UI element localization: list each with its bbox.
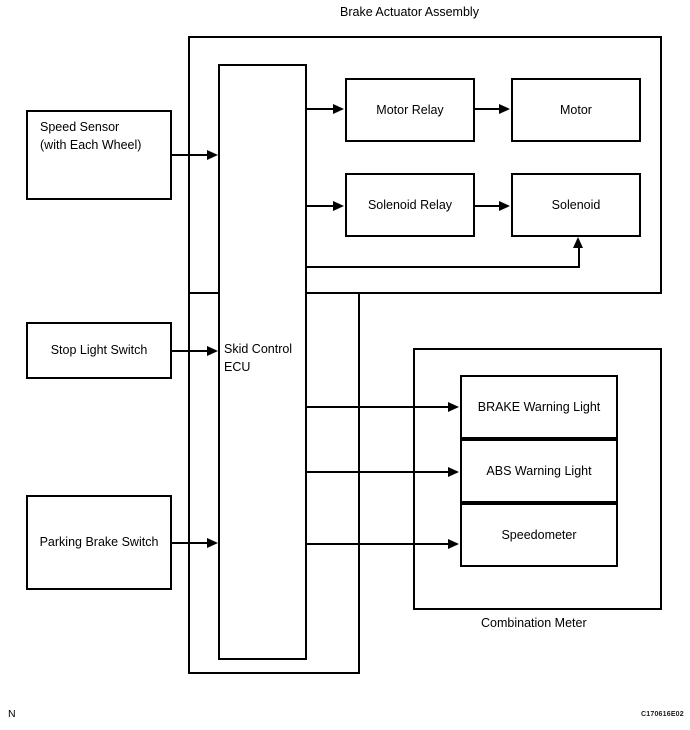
arrowhead-ecu-to-abs-warning-light bbox=[448, 467, 459, 477]
connector-ecu-to-motor-relay bbox=[307, 108, 334, 110]
parking-brake-switch-box[interactable] bbox=[26, 495, 172, 590]
solenoid-box[interactable] bbox=[511, 173, 641, 237]
arrowhead-stop-light-switch-to-ecu bbox=[207, 346, 218, 356]
connector-ecu-to-solenoid-relay bbox=[307, 205, 334, 207]
arrowhead-speed-sensor-to-ecu bbox=[207, 150, 218, 160]
connector-ecu-to-speedometer bbox=[307, 543, 449, 545]
arrowhead-ecu-to-solenoid-relay bbox=[333, 201, 344, 211]
connector-motor-relay-to-motor bbox=[475, 108, 500, 110]
stop-light-switch-box[interactable] bbox=[26, 322, 172, 379]
solenoid-relay-box[interactable] bbox=[345, 173, 475, 237]
arrowhead-ecu-to-solenoid bbox=[573, 237, 583, 248]
arrowhead-solenoid-relay-to-solenoid bbox=[499, 201, 510, 211]
stop-light-switch-label: Stop Light Switch bbox=[50, 343, 148, 358]
motor-relay-box[interactable] bbox=[345, 78, 475, 142]
actuator-frame-bottom-edge bbox=[188, 672, 360, 674]
figure-code: C170616E02 bbox=[641, 711, 684, 718]
arrowhead-ecu-to-speedometer bbox=[448, 539, 459, 549]
speedometer-cell[interactable] bbox=[460, 503, 618, 567]
brake-warning-light-cell[interactable] bbox=[460, 375, 618, 439]
speedometer-label: Speedometer bbox=[501, 527, 577, 542]
connector-ecu-to-solenoid-horizontal bbox=[307, 266, 580, 268]
combination-meter-caption: Combination Meter bbox=[481, 616, 587, 630]
solenoid-label: Solenoid bbox=[551, 197, 601, 212]
solenoid-relay-label: Solenoid Relay bbox=[367, 197, 453, 212]
skid-control-ecu-box[interactable] bbox=[218, 64, 307, 660]
connector-ecu-to-brake-warning-light bbox=[307, 406, 449, 408]
connector-solenoid-relay-to-solenoid bbox=[475, 205, 500, 207]
motor-box[interactable] bbox=[511, 78, 641, 142]
skid-control-ecu-label: Skid Control ECU bbox=[224, 342, 293, 374]
abs-warning-light-cell[interactable] bbox=[460, 439, 618, 503]
connector-speed-sensor-to-ecu bbox=[172, 154, 209, 156]
speed-sensor-label: Speed Sensor (with Each Wheel) bbox=[40, 120, 142, 152]
brake-warning-light-label: BRAKE Warning Light bbox=[477, 399, 601, 414]
arrowhead-ecu-to-brake-warning-light bbox=[448, 402, 459, 412]
connector-parking-brake-switch-to-ecu bbox=[172, 542, 209, 544]
connector-ecu-to-abs-warning-light bbox=[307, 471, 449, 473]
motor-label: Motor bbox=[560, 102, 592, 117]
diagram-title: Brake Actuator Assembly bbox=[340, 5, 479, 19]
arrowhead-parking-brake-switch-to-ecu bbox=[207, 538, 218, 548]
motor-relay-label: Motor Relay bbox=[376, 102, 444, 117]
actuator-frame-lower-right-edge bbox=[358, 294, 360, 674]
corner-mark: N bbox=[8, 708, 16, 720]
actuator-frame-left-edge bbox=[188, 294, 190, 674]
connector-stop-light-switch-to-ecu bbox=[172, 350, 209, 352]
abs-warning-light-label: ABS Warning Light bbox=[486, 463, 592, 478]
arrowhead-ecu-to-motor-relay bbox=[333, 104, 344, 114]
arrowhead-motor-relay-to-motor bbox=[499, 104, 510, 114]
parking-brake-switch-label: Parking Brake Switch bbox=[39, 535, 159, 550]
connector-ecu-to-solenoid-vertical bbox=[578, 248, 580, 268]
speed-sensor-box[interactable] bbox=[26, 110, 172, 200]
